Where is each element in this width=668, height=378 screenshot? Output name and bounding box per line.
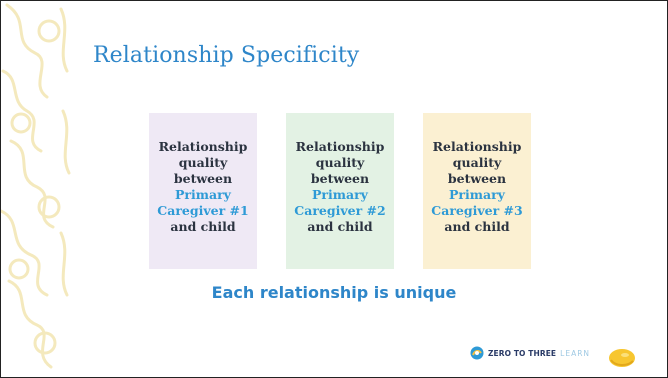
card-line: quality xyxy=(178,155,228,170)
relationship-card-2: Relationship quality between Primary Car… xyxy=(286,113,394,269)
card-line: Relationship xyxy=(432,139,522,154)
card-closing-line: and child xyxy=(307,219,373,234)
card-accent-line: Primary xyxy=(175,187,231,202)
card-closing-line: and child xyxy=(444,219,510,234)
card-accent-line: Caregiver #1 xyxy=(157,203,249,218)
card-line: quality xyxy=(315,155,365,170)
card-accent-line: Primary xyxy=(449,187,505,202)
decorative-swirl-pattern xyxy=(1,3,71,369)
card-line: quality xyxy=(452,155,502,170)
slide-title: Relationship Specificity xyxy=(93,43,360,68)
zero-to-three-learn-logo: ZERO TO THREE LEARN xyxy=(470,345,590,361)
card-closing-line: and child xyxy=(170,219,236,234)
card-accent-line: Primary xyxy=(312,187,368,202)
card-line: between xyxy=(310,171,370,186)
logo-brand-text: ZERO TO THREE xyxy=(488,348,557,358)
card-accent-line: Caregiver #2 xyxy=(294,203,386,218)
logo-learn-text: LEARN xyxy=(560,348,591,358)
relationship-card-3: Relationship quality between Primary Car… xyxy=(423,113,531,269)
card-line: between xyxy=(447,171,507,186)
card-accent-line: Caregiver #3 xyxy=(431,203,523,218)
slide-tagline: Each relationship is unique xyxy=(211,283,457,302)
card-line: between xyxy=(173,171,233,186)
lemon-icon xyxy=(609,349,635,367)
card-line: Relationship xyxy=(295,139,385,154)
card-line: Relationship xyxy=(158,139,248,154)
zero-to-three-logo-icon xyxy=(470,346,484,360)
relationship-card-1: Relationship quality between Primary Car… xyxy=(149,113,257,269)
